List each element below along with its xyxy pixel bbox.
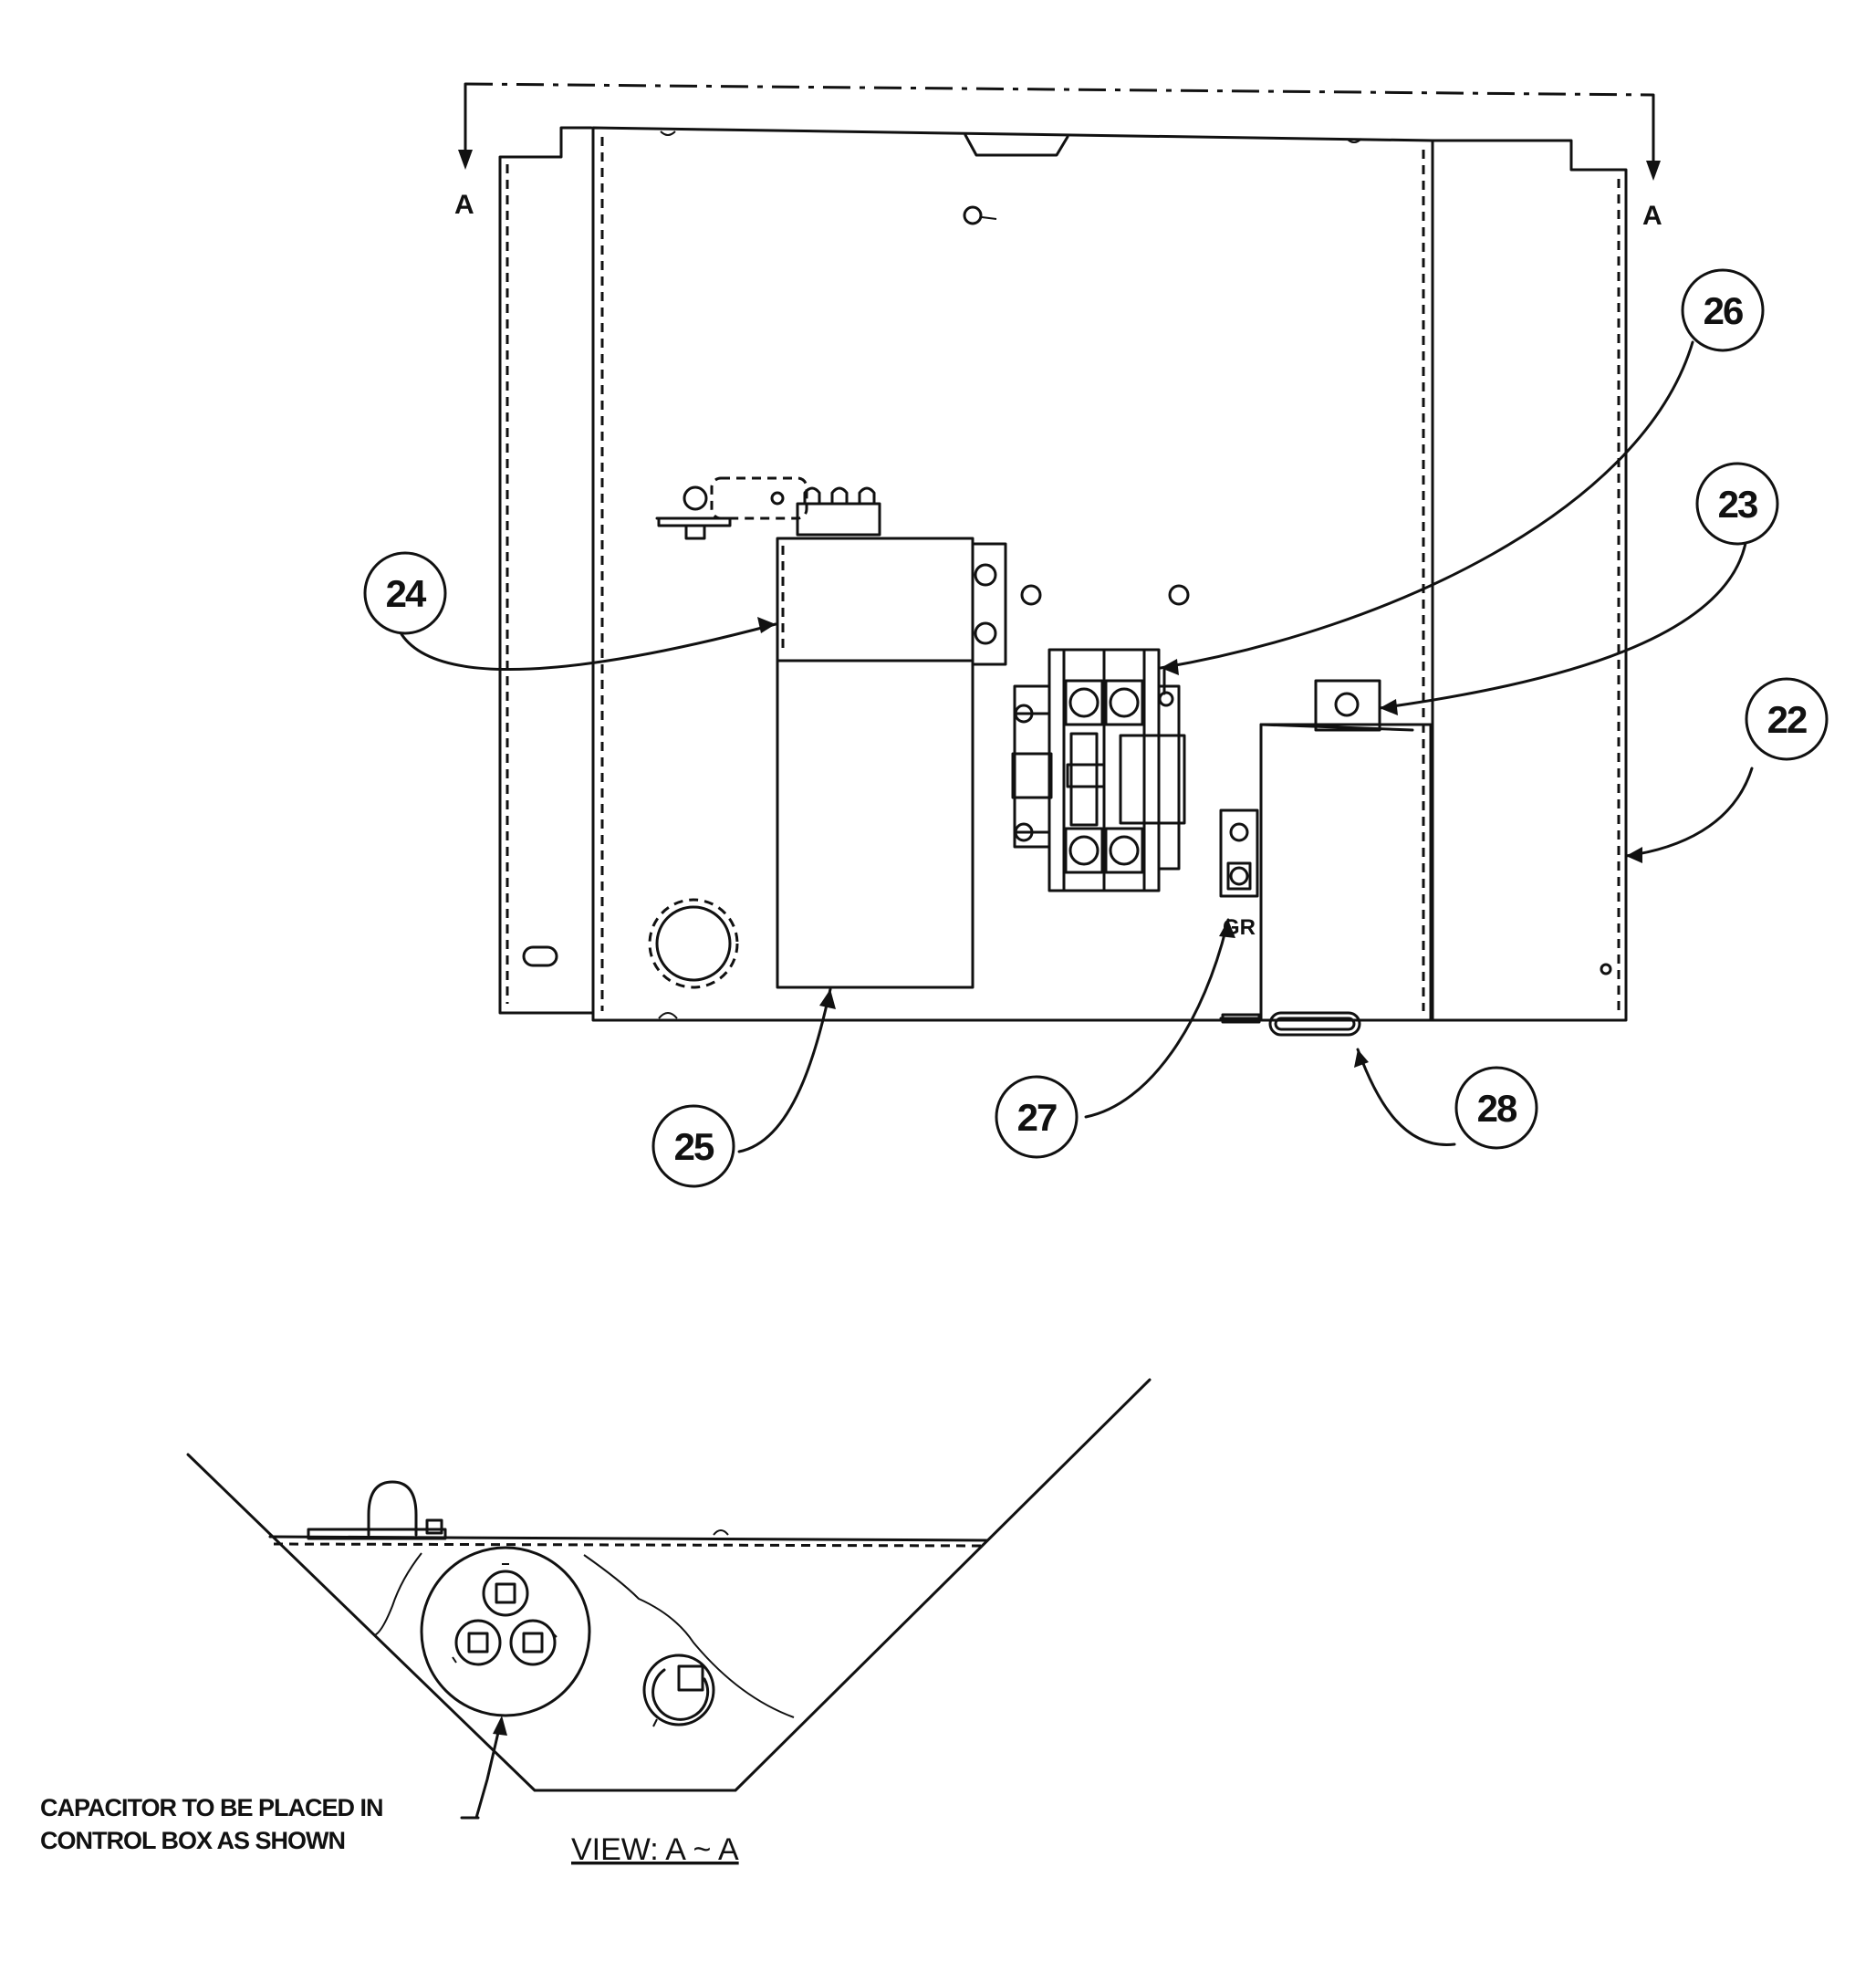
knockout-outline bbox=[648, 898, 739, 989]
svg-text:22: 22 bbox=[1767, 698, 1807, 741]
callout-23: 23 bbox=[1695, 462, 1779, 546]
section-outline bbox=[186, 1378, 1152, 1792]
control-box-top-view: A A bbox=[363, 82, 1829, 1188]
capacitor-top bbox=[420, 1546, 591, 1717]
knockout bbox=[655, 905, 732, 982]
note-leader bbox=[474, 1723, 502, 1820]
top-edge-bump bbox=[713, 1529, 729, 1536]
mounting-hole-mark bbox=[981, 216, 997, 220]
relay-terminal bbox=[974, 621, 997, 645]
top-edge-bump-left bbox=[660, 130, 676, 136]
top-notch bbox=[964, 133, 1069, 157]
fitting bbox=[642, 1653, 715, 1727]
wire-grommet-28 bbox=[1268, 1011, 1361, 1037]
relay-terminal bbox=[974, 563, 997, 587]
callout-27: 27 bbox=[995, 1075, 1079, 1159]
cutaway-left bbox=[373, 1552, 422, 1636]
relay-bracket bbox=[655, 476, 881, 540]
mounting-hole bbox=[963, 205, 983, 225]
relay-terminal-strip bbox=[971, 542, 1007, 666]
callout-22: 22 bbox=[1745, 677, 1829, 761]
section-arrow-left bbox=[458, 150, 473, 170]
section-top-edge-dashed bbox=[273, 1542, 985, 1548]
relay-24 bbox=[776, 537, 974, 662]
note-leader-arrow bbox=[493, 1716, 507, 1736]
section-view-a-a: CAPACITOR TO BE PLACED IN CONTROL BOX AS… bbox=[40, 1378, 1152, 1867]
relay-loop bbox=[367, 1480, 418, 1537]
relay-base bbox=[307, 1528, 447, 1540]
svg-text:24: 24 bbox=[386, 572, 427, 615]
transformer-box bbox=[1219, 679, 1433, 1037]
left-flange bbox=[498, 126, 595, 1015]
note-line-2: CONTROL BOX AS SHOWN bbox=[40, 1827, 345, 1854]
callout-26: 26 bbox=[1681, 268, 1765, 352]
section-mark-right: A bbox=[1642, 201, 1662, 231]
callout-28: 28 bbox=[1454, 1066, 1538, 1150]
mounting-hole bbox=[1168, 584, 1190, 606]
svg-text:23: 23 bbox=[1718, 483, 1757, 526]
right-flange bbox=[1429, 139, 1628, 1022]
section-arrow-right bbox=[1646, 161, 1661, 181]
transformer-tab-23 bbox=[1314, 679, 1381, 732]
capacitor-25 bbox=[776, 659, 974, 989]
section-mark-left: A bbox=[454, 190, 474, 220]
control-box-panel bbox=[591, 126, 1434, 1022]
leader-lines bbox=[400, 340, 1754, 1153]
svg-text:27: 27 bbox=[1017, 1096, 1057, 1139]
cutaway-right bbox=[583, 1554, 795, 1718]
svg-text:26: 26 bbox=[1704, 289, 1743, 332]
ground-lug-27: GR bbox=[1219, 808, 1259, 940]
section-line bbox=[464, 82, 1654, 97]
svg-text:28: 28 bbox=[1477, 1087, 1517, 1130]
note-line-1: CAPACITOR TO BE PLACED IN bbox=[40, 1794, 383, 1821]
callout-24: 24 bbox=[363, 551, 447, 635]
slot-hole bbox=[522, 945, 558, 967]
mounting-hole bbox=[1020, 584, 1042, 606]
svg-text:25: 25 bbox=[674, 1125, 714, 1168]
bottom-edge-bump bbox=[658, 1012, 678, 1019]
relay-terminal bbox=[425, 1518, 443, 1535]
mounting-hole bbox=[1600, 963, 1612, 975]
contactor-26 bbox=[1011, 648, 1186, 892]
view-title: VIEW: A ~ A bbox=[571, 1832, 739, 1867]
top-edge-bump-right bbox=[1346, 138, 1362, 143]
callout-25: 25 bbox=[651, 1104, 735, 1188]
